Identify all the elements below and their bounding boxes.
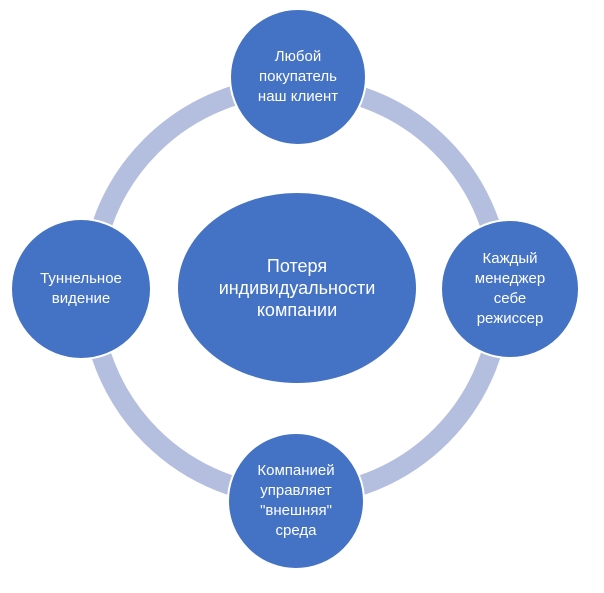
center-circle: [176, 191, 418, 385]
node-top-circle: [229, 8, 367, 146]
node-left-circle: [10, 218, 152, 360]
node-bottom-circle: [227, 432, 365, 570]
node-right-circle: [440, 219, 580, 359]
